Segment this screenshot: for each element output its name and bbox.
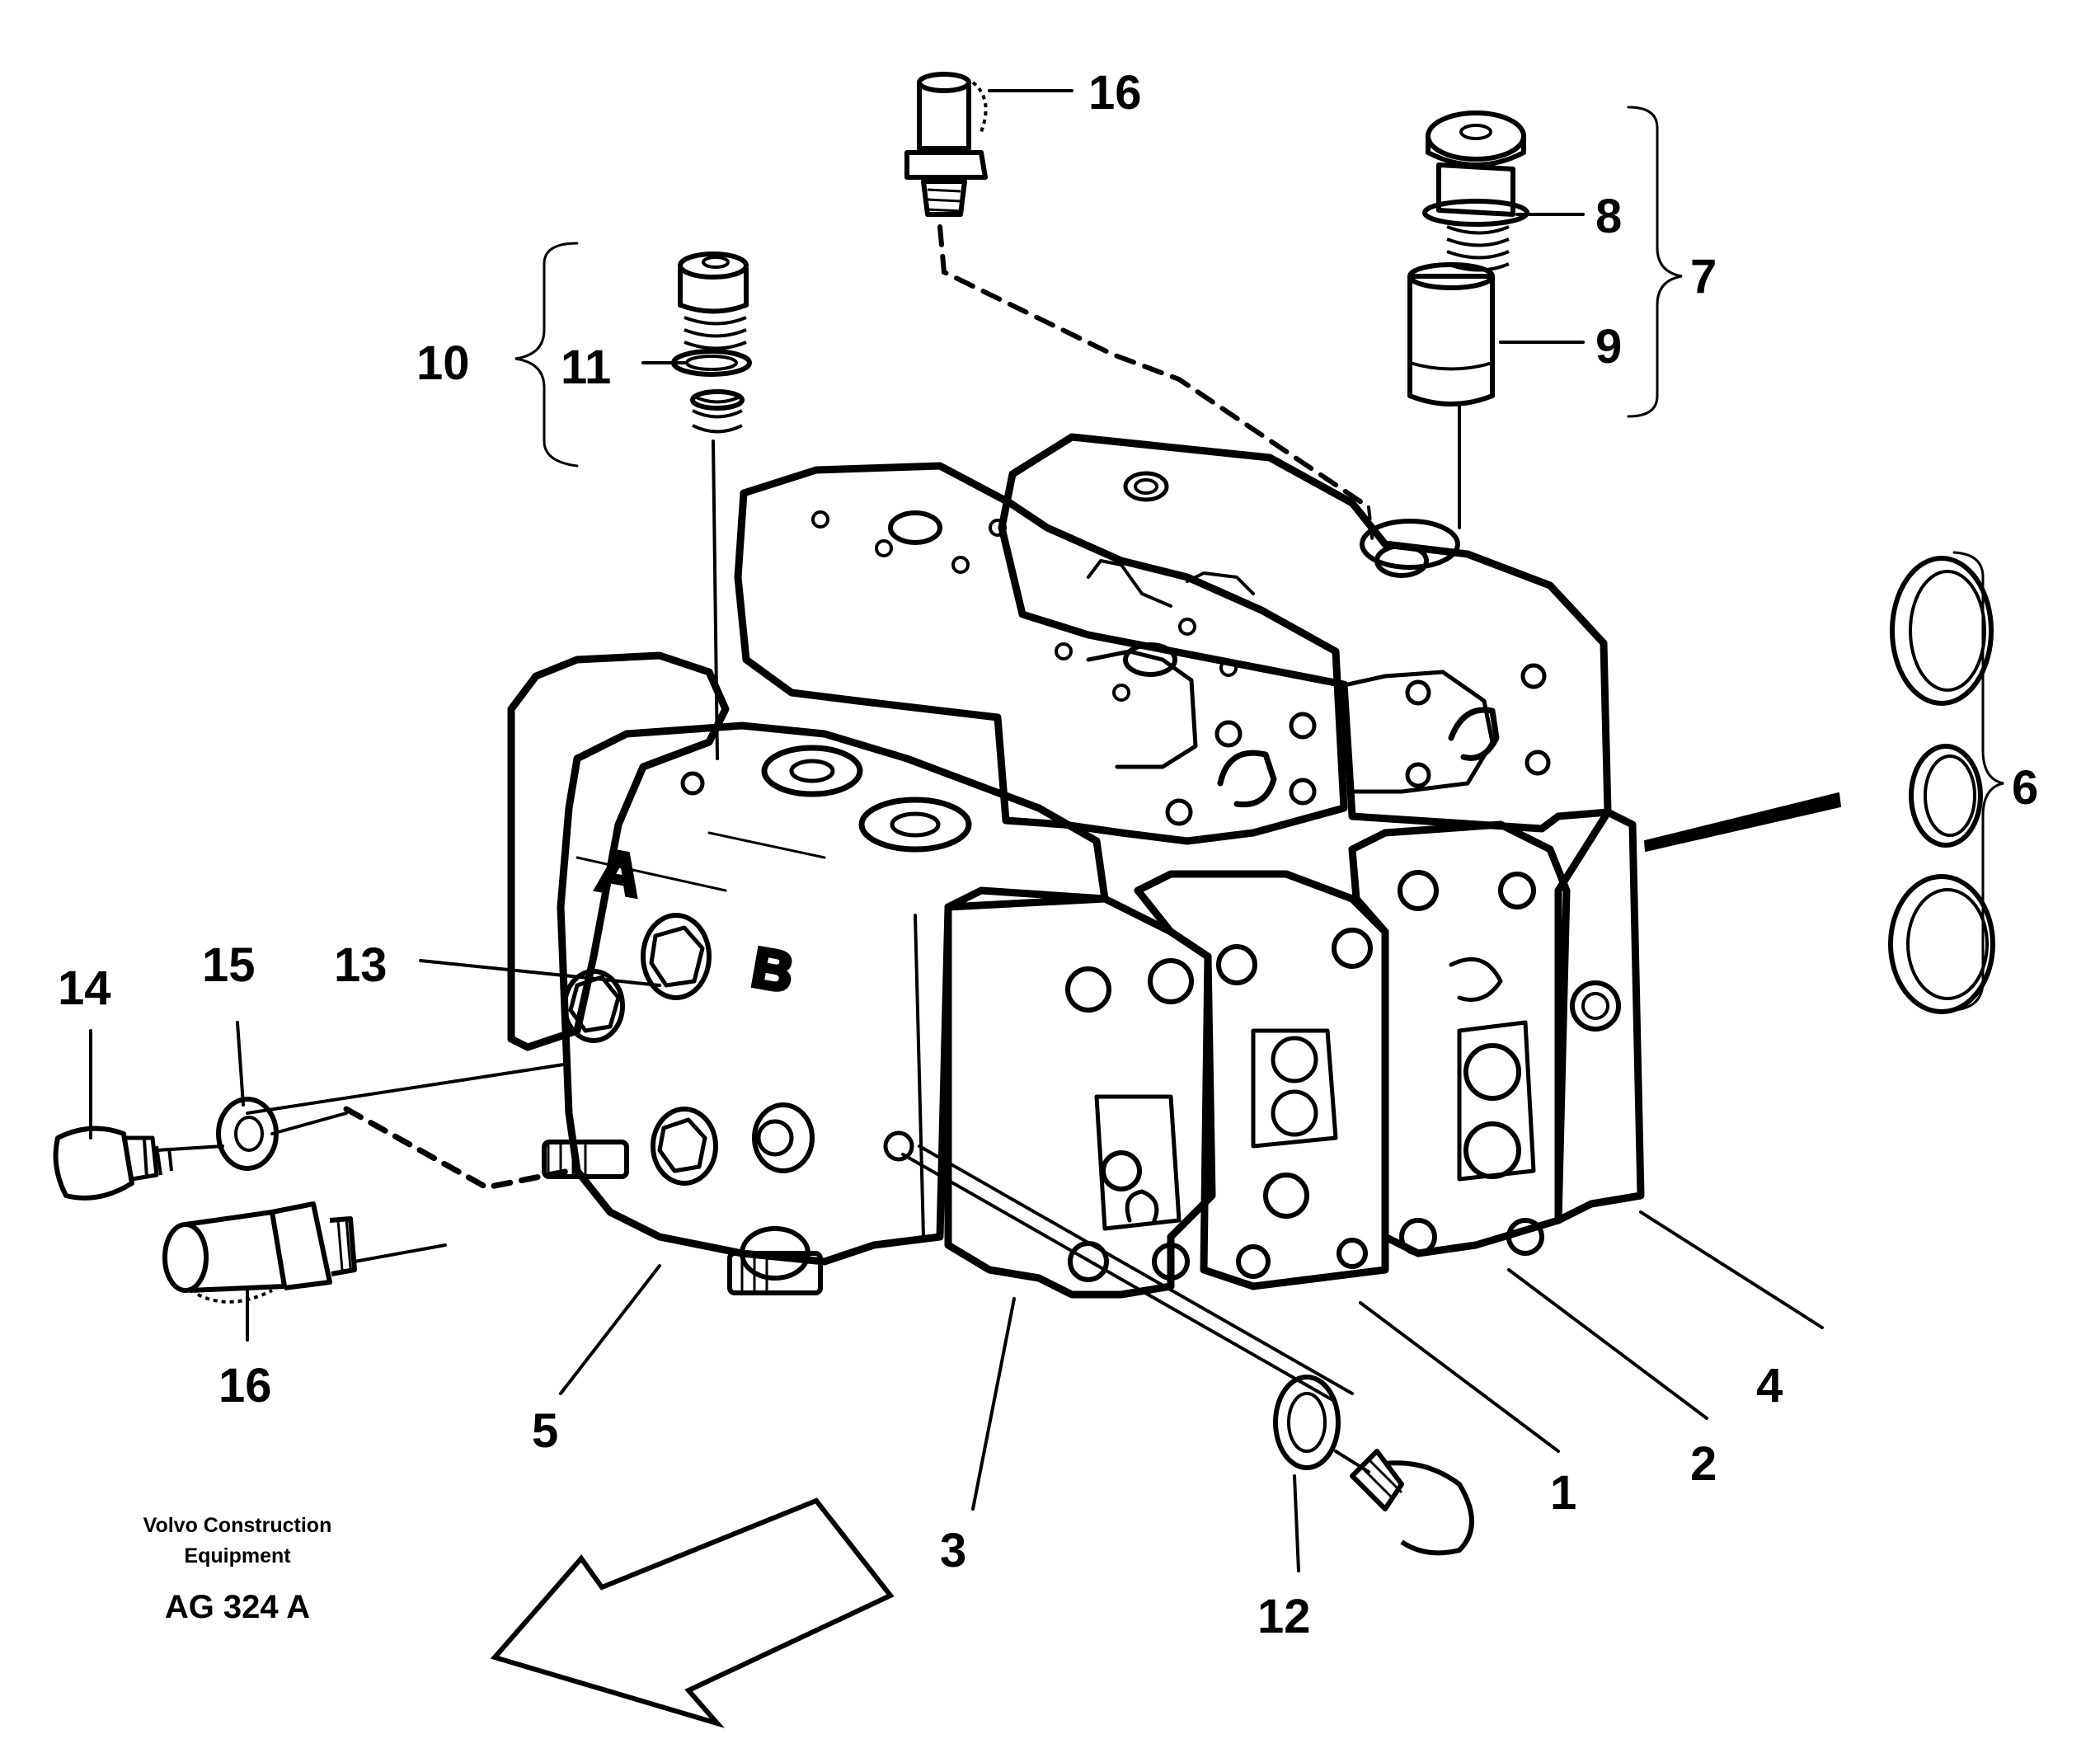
figure-code: AG 324 A xyxy=(165,1589,310,1625)
callout-13: 13 xyxy=(334,938,388,992)
test-nipple-top xyxy=(904,72,988,217)
callout-16-top: 16 xyxy=(1088,66,1142,120)
callout-15: 15 xyxy=(202,938,256,992)
callout-6: 6 xyxy=(2012,761,2038,815)
test-nipple-bottom xyxy=(162,1201,357,1304)
relief-valve-7 xyxy=(1407,110,1529,407)
port-letter-b: B xyxy=(747,936,798,1004)
check-valve-10 xyxy=(671,251,752,434)
callout-2: 2 xyxy=(1690,1437,1717,1491)
callout-10: 10 xyxy=(416,336,470,390)
front-direction-arrow-icon xyxy=(490,1497,895,1728)
section-2 xyxy=(1348,820,1571,1257)
section-1 xyxy=(1134,870,1389,1290)
callout-4: 4 xyxy=(1756,1359,1783,1412)
callout-14: 14 xyxy=(58,961,111,1015)
callout-16-bottom: 16 xyxy=(218,1359,272,1412)
callout-labels: 16 8 7 9 10 11 6 14 15 13 16 5 3 12 1 2 … xyxy=(58,66,2038,1643)
callout-9: 9 xyxy=(1595,320,1622,374)
plug-12 xyxy=(1350,1449,1474,1556)
callout-12: 12 xyxy=(1257,1590,1311,1643)
leader-lines xyxy=(89,89,2004,1572)
caption-line-1: Volvo Construction xyxy=(143,1514,332,1537)
caption: Volvo Construction Equipment AG 324 A xyxy=(143,1514,332,1625)
callout-3: 3 xyxy=(940,1524,966,1577)
exploded-parts xyxy=(53,72,1995,1556)
seal-rings-6 xyxy=(1888,556,1995,1014)
section-4 xyxy=(1554,808,1645,1224)
callout-5: 5 xyxy=(532,1404,558,1458)
callout-11: 11 xyxy=(561,341,611,394)
callout-8: 8 xyxy=(1595,190,1622,243)
port-letter-a: A xyxy=(592,838,646,910)
callout-1: 1 xyxy=(1550,1466,1576,1520)
assembly-lines xyxy=(155,224,1461,1473)
callout-7: 7 xyxy=(1690,250,1717,303)
front-top-housing xyxy=(734,462,1348,845)
caption-line-2: Equipment xyxy=(184,1544,291,1567)
washer-12 xyxy=(1273,1375,1341,1470)
left-end-section xyxy=(507,651,730,1051)
main-inlet-section xyxy=(557,721,1109,1266)
plug-14 xyxy=(53,1126,173,1201)
valve-block-drawing xyxy=(507,433,1841,1299)
section-3 xyxy=(944,886,1216,1299)
